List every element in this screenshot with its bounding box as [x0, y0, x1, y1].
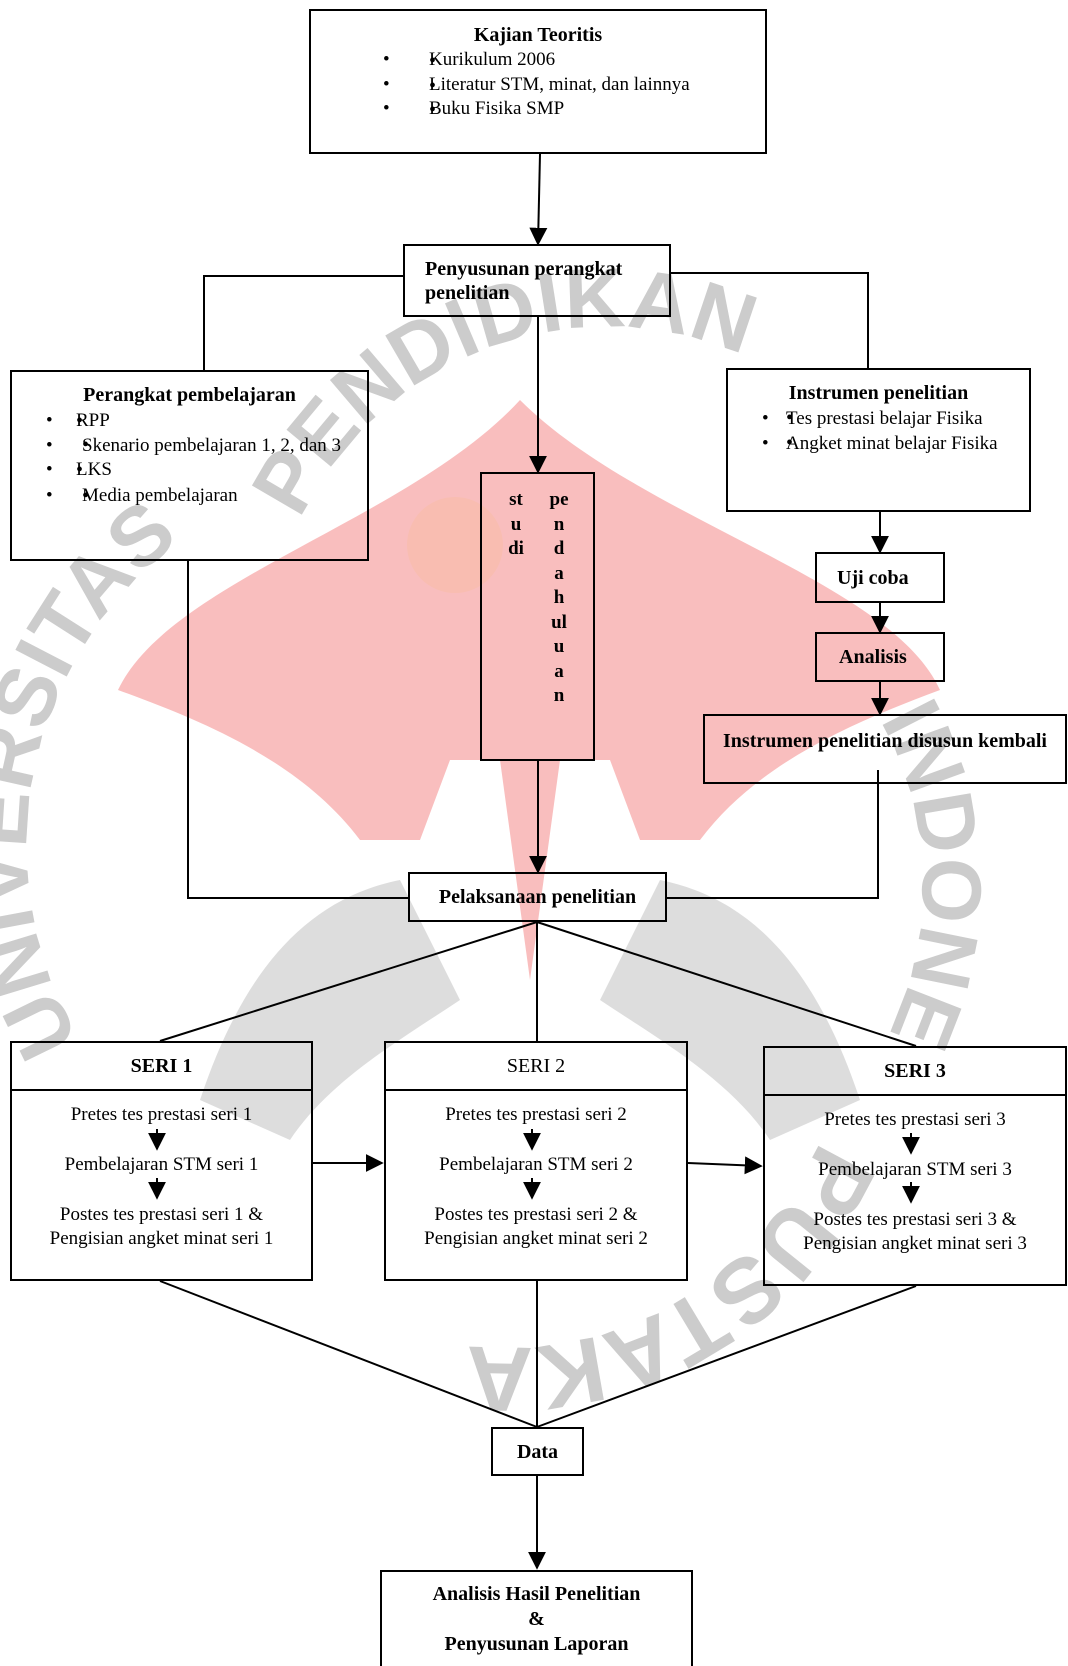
penyusunan-perangkat-box: Penyusunan perangkat penelitian	[403, 244, 671, 317]
instrumen-penelitian-title: Instrumen penelitian	[788, 382, 969, 404]
seri-1-pembelajaran: Pembelajaran STM seri 1	[64, 1154, 259, 1175]
analisis-box: Analisis	[815, 632, 945, 682]
line-seri3-to-data	[536, 1285, 917, 1428]
seri-2-angket: Pengisian angket minat seri 2	[424, 1228, 648, 1249]
pelaksanaan-penelitian-box: Pelaksanaan penelitian	[408, 872, 667, 922]
kajian-item: •Kurikulum 2006	[383, 48, 765, 74]
seri-1-box: SERI 1 Pretes tes prestasi seri 1 Pembel…	[10, 1041, 313, 1281]
seri-3-angket: Pengisian angket minat seri 3	[803, 1233, 1027, 1254]
instrumen-penelitian-box: Instrumen penelitian •Tes prestasi belaj…	[726, 368, 1031, 512]
data-box: Data	[491, 1427, 584, 1476]
analisis-hasil-line3: Penyusunan Laporan	[444, 1633, 629, 1655]
line-pelaksanaan-to-seri1	[159, 921, 538, 1042]
kajian-item: •Literatur STM, minat, dan lainnya	[383, 73, 765, 99]
instrumen-item: •Tes prestasi belajar Fisika	[762, 406, 1015, 431]
seri-2-title: SERI 2	[386, 1043, 686, 1091]
perangkat-pembelajaran-box: Perangkat pembelajaran •RPP •Skenario pe…	[10, 370, 369, 561]
watermark-wing-right	[600, 880, 860, 1140]
seri-2-postes: Postes tes prestasi seri 2 &	[434, 1204, 638, 1225]
analisis-hasil-box: Analisis Hasil Penelitian & Penyusunan L…	[380, 1570, 693, 1666]
kajian-item: •Buku Fisika SMP	[383, 97, 765, 123]
kajian-teoritis-title: Kajian Teoritis	[473, 24, 603, 46]
seri-1-pretes: Pretes tes prestasi seri 1	[70, 1104, 253, 1125]
seri-3-box: SERI 3 Pretes tes prestasi seri 3 Pembel…	[763, 1046, 1067, 1286]
seri-3-pembelajaran: Pembelajaran STM seri 3	[818, 1159, 1012, 1180]
watermark-wing-left	[200, 880, 460, 1140]
penyusunan-perangkat-label: Penyusunan perangkat penelitian	[425, 258, 623, 304]
uji-coba-box: Uji coba	[815, 552, 945, 603]
kajian-teoritis-box: Kajian Teoritis •Kurikulum 2006 •Literat…	[309, 9, 767, 154]
line-pelaksanaan-to-seri3	[536, 921, 917, 1047]
seri-3-title: SERI 3	[765, 1048, 1065, 1096]
analisis-hasil-line2: &	[528, 1608, 545, 1630]
studi-word: studi	[508, 489, 524, 559]
seri-2-pembelajaran: Pembelajaran STM seri 2	[439, 1154, 633, 1175]
studi-pendahuluan-box: studi pendahuluan	[480, 472, 595, 761]
analisis-hasil-line1: Analisis Hasil Penelitian	[432, 1583, 641, 1605]
seri-2-pretes: Pretes tes prestasi seri 2	[445, 1104, 627, 1125]
instrumen-item: •Angket minat belajar Fisika	[762, 431, 1015, 456]
analisis-label: Analisis	[839, 646, 907, 668]
pelaksanaan-penelitian-label: Pelaksanaan penelitian	[438, 886, 637, 908]
watermark-flame	[118, 400, 940, 980]
arrow-kajian-to-penyusunan	[529, 153, 548, 246]
seri-2-box: SERI 2 Pretes tes prestasi seri 2 Pembel…	[384, 1041, 688, 1281]
perangkat-item: •RPP	[46, 408, 347, 434]
seri-1-angket: Pengisian angket minat seri 1	[49, 1228, 274, 1249]
seri-3-pretes: Pretes tes prestasi seri 3	[824, 1109, 1006, 1130]
instrumen-disusun-box: Instrumen penelitian disusun kembali	[703, 714, 1067, 784]
perangkat-pembelajaran-title: Perangkat pembelajaran	[83, 384, 296, 406]
line-perangkat-to-pelaksanaan	[187, 561, 408, 899]
line-penyusunan-to-instrumen	[671, 272, 869, 368]
perangkat-item: •Skenario pembelajaran 1, 2, dan 3	[46, 434, 347, 457]
pendahuluan-word: pendahuluan	[549, 489, 569, 706]
instrumen-disusun-label: Instrumen penelitian disusun kembali	[723, 730, 1047, 752]
uji-coba-label: Uji coba	[837, 566, 909, 589]
line-penyusunan-to-perangkat	[203, 275, 403, 370]
line-seri1-to-data	[159, 1280, 538, 1428]
perangkat-item: •Media pembelajaran	[46, 483, 347, 509]
data-label: Data	[516, 1440, 559, 1463]
seri-1-postes: Postes tes prestasi seri 1 &	[59, 1204, 264, 1225]
line-disusun-to-pelaksanaan	[667, 770, 879, 899]
arrow-seri2-to-seri3	[687, 1156, 763, 1175]
seri-3-postes: Postes tes prestasi seri 3 &	[813, 1209, 1017, 1230]
seri-1-title: SERI 1	[12, 1043, 311, 1091]
perangkat-item: •LKS	[46, 457, 347, 483]
